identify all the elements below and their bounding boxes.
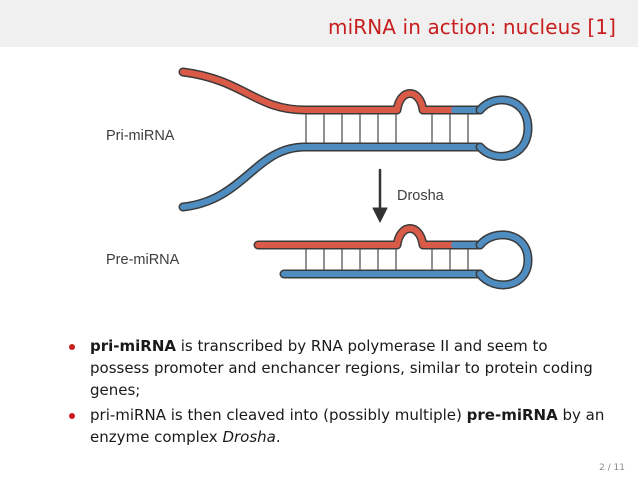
bullet-emphasis: Drosha: [222, 428, 276, 446]
drosha-arrow-head: [372, 207, 388, 223]
pre-top-strand-red: [255, 225, 457, 248]
pri-top-strand-outline: [178, 67, 485, 115]
bullet-mid: by an enzyme complex: [90, 406, 605, 446]
drosha-label: Drosha: [397, 188, 444, 204]
bullet-term: pre-miRNA: [466, 406, 558, 424]
bullet-lead: pri-miRNA is then cleaved into (possibly…: [90, 406, 467, 424]
bullet-list: pri-miRNA is transcribed by RNA polymera…: [66, 335, 611, 451]
pri-top-strand-red: [180, 69, 457, 113]
bullet-item: pri-miRNA is then cleaved into (possibly…: [66, 404, 611, 448]
pre-loop: [477, 231, 531, 288]
bullet-end: .: [275, 428, 281, 446]
pri-bottom-strand: [180, 144, 483, 210]
pri-mirna-label: Pri-miRNA: [106, 128, 175, 144]
pre-base-pairs: [305, 249, 469, 270]
bullet-icon: [69, 413, 75, 419]
page-number: 2 / 11: [599, 463, 625, 473]
bullet-item: pri-miRNA is transcribed by RNA polymera…: [66, 335, 611, 401]
bullet-term: pri-miRNA: [90, 337, 176, 355]
slide-header: miRNA in action: nucleus [1]: [0, 0, 638, 47]
pre-mirna-label: Pre-miRNA: [106, 252, 180, 268]
bullet-icon: [69, 344, 75, 350]
bullet-text: is transcribed by RNA polymerase II and …: [90, 337, 593, 399]
pri-base-pairs: [305, 114, 469, 143]
pri-loop: [477, 96, 531, 160]
slide-title: miRNA in action: nucleus [1]: [328, 15, 616, 39]
